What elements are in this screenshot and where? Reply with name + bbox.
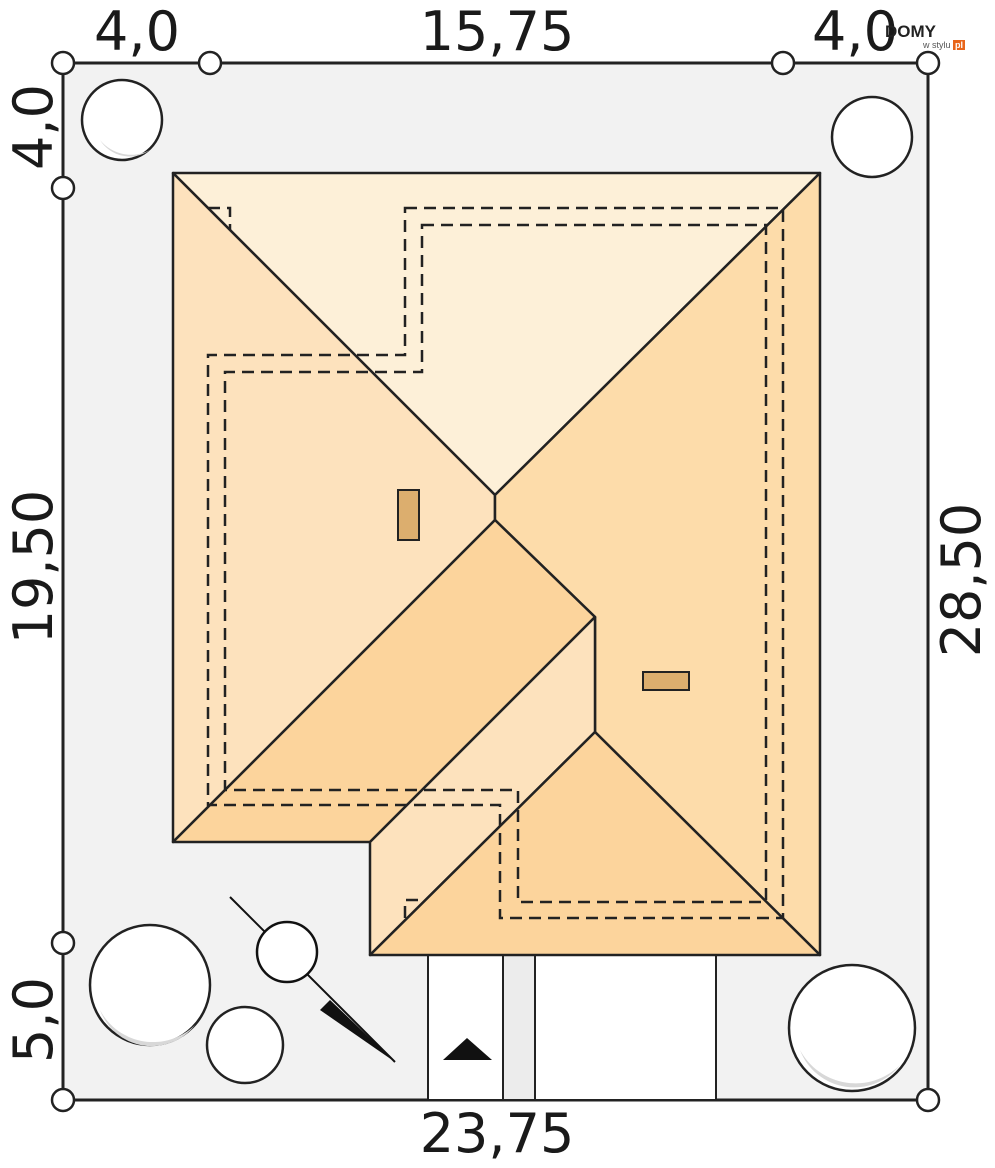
logo-name: DOMY	[885, 22, 936, 41]
logo-sub: w stylu pl	[923, 40, 966, 50]
dim-left-bottom: 5,0	[2, 977, 65, 1063]
wall-outline-dashed	[206, 206, 785, 920]
dim-right: 28,50	[930, 503, 993, 658]
dim-left-top: 4,0	[2, 84, 65, 170]
dim-top-middle: 15,75	[420, 0, 575, 63]
tree-icon	[88, 923, 212, 1047]
entrance-arrow-icon	[443, 1038, 492, 1060]
logo-sub-text: w stylu	[923, 40, 951, 50]
roof-face-south	[368, 730, 822, 957]
house-roof	[171, 171, 822, 957]
logo-tld: pl	[953, 40, 966, 50]
driveway-left	[427, 954, 504, 1101]
north-arrow-icon	[229, 896, 396, 1063]
dim-bottom: 23,75	[420, 1102, 575, 1165]
dimension-nodes	[50, 50, 941, 1113]
tree-icon	[830, 95, 914, 179]
chimney	[397, 489, 420, 541]
dim-top-left: 4,0	[94, 0, 180, 63]
trees	[80, 78, 917, 1093]
dim-left-middle: 19,50	[2, 490, 65, 645]
dim-top-right: 4,0	[812, 0, 898, 63]
walkway	[502, 954, 536, 1101]
tree-icon	[80, 78, 164, 162]
chimney	[642, 671, 690, 691]
tree-icon	[787, 963, 917, 1093]
tree-icon	[205, 1005, 285, 1085]
driveway-right	[534, 954, 717, 1101]
